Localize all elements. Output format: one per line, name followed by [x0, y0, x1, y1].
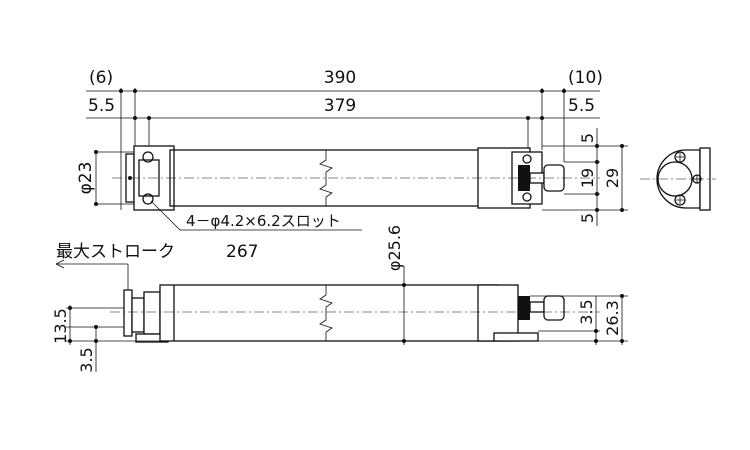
break-mark: [319, 150, 333, 206]
side-right-cap: [477, 284, 519, 342]
slot-leader: [150, 200, 181, 231]
label-left-extra: (6): [89, 68, 113, 88]
label-height-inner: 19: [578, 168, 597, 188]
adjust-knob: [518, 165, 530, 191]
label-right-extra: (10): [568, 68, 603, 88]
label-right-base: 3.5: [577, 299, 596, 324]
side-left-plate: [123, 289, 133, 337]
side-adjust-knob: [518, 296, 530, 320]
label-left-base: 3.5: [77, 347, 96, 372]
side-right-foot: [493, 332, 539, 342]
side-view: 最大ストローク 267 φ25.6 13.5: [51, 225, 628, 373]
side-break-mark: [319, 285, 333, 341]
side-cylinder-body: [159, 284, 499, 342]
label-stroke-value: 267: [226, 242, 258, 262]
label-left-height: 13.5: [51, 308, 70, 344]
label-right-offset: 5.5: [568, 96, 595, 116]
label-stroke: 最大ストローク: [56, 242, 175, 262]
label-body-length: 379: [324, 96, 356, 116]
label-tube-diameter: φ25.6: [385, 225, 404, 271]
top-view: (6) 390 (10) 5.5 379 5.5 φ23: [76, 68, 628, 231]
label-right-height: 26.3: [603, 300, 622, 336]
label-outer-diameter: φ23: [76, 162, 96, 195]
label-height-total: 29: [603, 168, 622, 188]
label-height-bottom: 5: [578, 213, 597, 223]
end-view: [640, 147, 716, 211]
label-overall-length: 390: [324, 68, 356, 88]
side-left-bracket: [143, 291, 161, 335]
label-height-top: 5: [578, 133, 597, 143]
label-left-offset: 5.5: [88, 96, 115, 116]
label-slot-note: 4－φ4.2×6.2スロット: [186, 212, 341, 230]
